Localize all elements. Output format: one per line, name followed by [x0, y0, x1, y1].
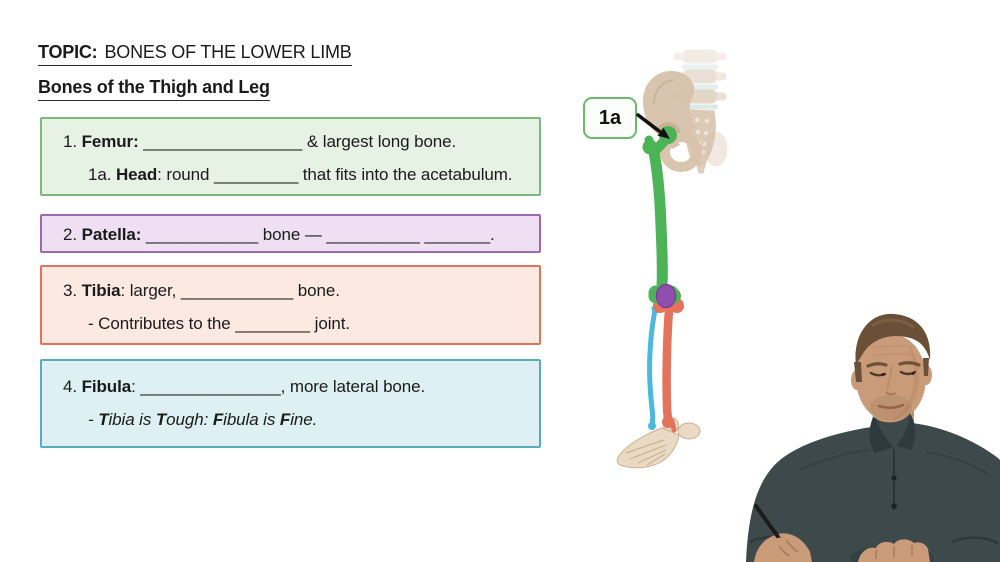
note-line-femur: 1. Femur: _________________ & largest lo… [63, 132, 457, 151]
femur-neck [652, 134, 671, 154]
disc [682, 64, 718, 70]
eyebrow [898, 361, 921, 367]
pelvis-and-spine-bones [642, 49, 728, 174]
hair [855, 313, 931, 366]
collar-flap [869, 417, 893, 453]
presenter-photo [746, 313, 1000, 562]
button [891, 475, 897, 481]
acetabulum-cup [656, 122, 681, 134]
topic-label: TOPIC: [38, 42, 98, 62]
button [891, 503, 897, 509]
presenter-hand-with-pen [754, 504, 812, 562]
lower-lip [883, 409, 899, 414]
ischium-pubis-ring [660, 132, 702, 172]
foot-bones [616, 417, 701, 469]
leg-skeleton-figure [616, 49, 728, 469]
vertebra [673, 49, 727, 64]
thumb [773, 537, 787, 547]
sleeve-hem [951, 536, 999, 545]
mouth [877, 403, 905, 409]
hair-highlight [871, 318, 915, 330]
note-line-tibia: 3. Tibia: larger, ____________ bone. [63, 281, 340, 300]
note-line-fibula: 4. Fibula: _______________, more lateral… [63, 377, 426, 396]
presenter-shirt [746, 413, 1000, 562]
shirt-folds [799, 449, 989, 475]
presenter-head [851, 313, 932, 422]
coccyx-bone [695, 161, 707, 174]
fibula-bone [647, 304, 661, 430]
far-hip-bone [704, 131, 728, 167]
eyebrow [866, 362, 888, 368]
collar-flap [896, 415, 916, 450]
disc [682, 104, 718, 110]
presenter-left-hand [850, 539, 934, 562]
note-line-fibula-mnemonic: - Tibia is Tough: Fibula is Fine. [88, 410, 318, 429]
note-box-fibula: 4. Fibula: _______________, more lateral… [40, 359, 541, 448]
pupil [881, 373, 885, 376]
note-box-femur: 1. Femur: _________________ & largest lo… [40, 117, 541, 196]
sideburn [854, 362, 862, 382]
note-box-tibia: 3. Tibia: larger, ____________ bone. - C… [40, 265, 541, 345]
nose-bridge [886, 365, 893, 391]
topic-heading: TOPIC: BONES OF THE LOWER LIMB [38, 42, 352, 66]
callout-arrow-icon [636, 113, 670, 139]
note-box-patella: 2. Patella: ____________ bone — ________… [40, 214, 541, 253]
toe-lines [625, 439, 667, 466]
jaw-shading [892, 344, 919, 420]
pupil [911, 372, 915, 375]
sideburn [923, 358, 929, 376]
page-subtitle: Bones of the Thigh and Leg [38, 77, 270, 101]
metatarsals-toes [616, 427, 680, 469]
forehead-lines [869, 345, 917, 357]
callout-1a-label: 1a [583, 97, 637, 139]
nose-tip [885, 391, 897, 396]
note-line-tibia-joint: - Contributes to the ________ joint. [88, 314, 350, 333]
ilium-shading [653, 79, 675, 105]
callout-text: 1a [598, 106, 622, 129]
note-line-patella: 2. Patella: ____________ bone — ________… [63, 225, 495, 244]
tibia-bone [653, 298, 684, 433]
topic-title: BONES OF THE LOWER LIMB [104, 42, 352, 62]
patella-bone [655, 283, 677, 309]
femur-shaft [648, 146, 668, 290]
knuckle-lines [875, 545, 913, 559]
note-line-femur-head: 1a. Head: round _________ that fits into… [88, 165, 513, 184]
calcaneus-bone [677, 422, 701, 440]
